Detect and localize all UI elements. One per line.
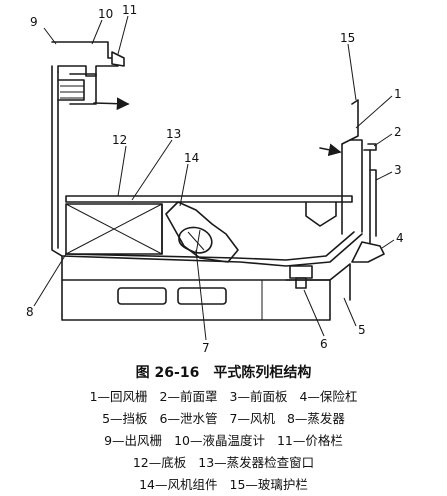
legend-line: 14—风机组件 15—玻璃护栏 bbox=[0, 474, 447, 496]
legend-item: 6—泄水管 bbox=[159, 411, 218, 426]
tank-floor bbox=[61, 233, 363, 267]
glass-rail bbox=[349, 99, 359, 141]
legend-line: 1—回风栅 2—前面罩 3—前面板 4—保险杠 bbox=[0, 386, 447, 408]
callout-7: 7 bbox=[202, 341, 210, 355]
thermometer-panel bbox=[69, 73, 97, 105]
legend-item: 15—玻璃护栏 bbox=[229, 477, 308, 492]
cabinet-left-wall bbox=[51, 65, 63, 281]
callout-6: 6 bbox=[320, 337, 328, 351]
callout-13: 13 bbox=[166, 127, 181, 141]
airflow-out-arrow bbox=[93, 97, 130, 111]
outlet-grille bbox=[57, 79, 85, 101]
rear-canopy bbox=[51, 41, 119, 77]
legend-item: 12—底板 bbox=[132, 455, 187, 470]
legend-item: 14—风机组件 bbox=[139, 477, 218, 492]
legend-item: 10—液晶温度计 bbox=[174, 433, 265, 448]
drain-pipe bbox=[289, 265, 313, 279]
legend-line: 5—挡板 6—泄水管 7—风机 8—蒸发器 bbox=[0, 408, 447, 430]
airflow-return-arrow bbox=[319, 143, 342, 157]
price-rail bbox=[111, 51, 125, 67]
callout-1: 1 bbox=[394, 87, 402, 101]
figure-legend: 1—回风栅 2—前面罩 3—前面板 4—保险杠 5—挡板 6—泄水管 7—风机 8—蒸发器 9—… bbox=[0, 386, 447, 496]
legend-line: 12—底板 13—蒸发器检查窗口 bbox=[0, 452, 447, 474]
callout-9: 9 bbox=[30, 15, 38, 29]
callout-12: 12 bbox=[112, 133, 127, 147]
front-panel-outer bbox=[369, 169, 377, 237]
legend-item: 9—出风栅 bbox=[104, 433, 163, 448]
callout-5: 5 bbox=[358, 323, 366, 337]
legend-item: 4—保险杠 bbox=[299, 389, 358, 404]
legend-item: 5—挡板 bbox=[102, 411, 148, 426]
base-vent-1 bbox=[117, 287, 167, 305]
cabinet-diagram: 9 10 11 15 1 2 3 4 5 6 7 8 12 13 14 bbox=[26, 3, 404, 355]
legend-line: 9—出风栅 10—液晶温度计 11—价格栏 bbox=[0, 430, 447, 452]
legend-item: 8—蒸发器 bbox=[286, 411, 345, 426]
callout-8: 8 bbox=[26, 305, 34, 319]
figure-caption: 图 26-16 平式陈列柜结构 bbox=[135, 365, 312, 381]
callout-2: 2 bbox=[394, 125, 402, 139]
callout-11: 11 bbox=[122, 3, 137, 17]
legend-item: 11—价格栏 bbox=[276, 433, 343, 448]
return-grille bbox=[341, 139, 363, 233]
shelf-bracket bbox=[305, 201, 337, 227]
bumper bbox=[351, 241, 385, 263]
tank-floor-inner bbox=[65, 231, 355, 261]
callout-14: 14 bbox=[184, 151, 199, 165]
callout-4: 4 bbox=[396, 231, 404, 245]
callout-15: 15 bbox=[340, 31, 355, 45]
cabinet-base bbox=[61, 279, 331, 321]
legend-item: 13—蒸发器检查窗口 bbox=[198, 455, 315, 470]
legend-item: 1—回风栅 bbox=[89, 389, 148, 404]
bottom-plate bbox=[65, 195, 353, 203]
callout-10: 10 bbox=[98, 7, 113, 21]
legend-item: 7—风机 bbox=[229, 411, 275, 426]
callout-3: 3 bbox=[394, 163, 402, 177]
front-cover bbox=[367, 143, 377, 151]
legend-item: 3—前面板 bbox=[229, 389, 288, 404]
front-panel bbox=[363, 149, 371, 249]
legend-item: 2—前面罩 bbox=[159, 389, 218, 404]
fan bbox=[178, 226, 213, 254]
